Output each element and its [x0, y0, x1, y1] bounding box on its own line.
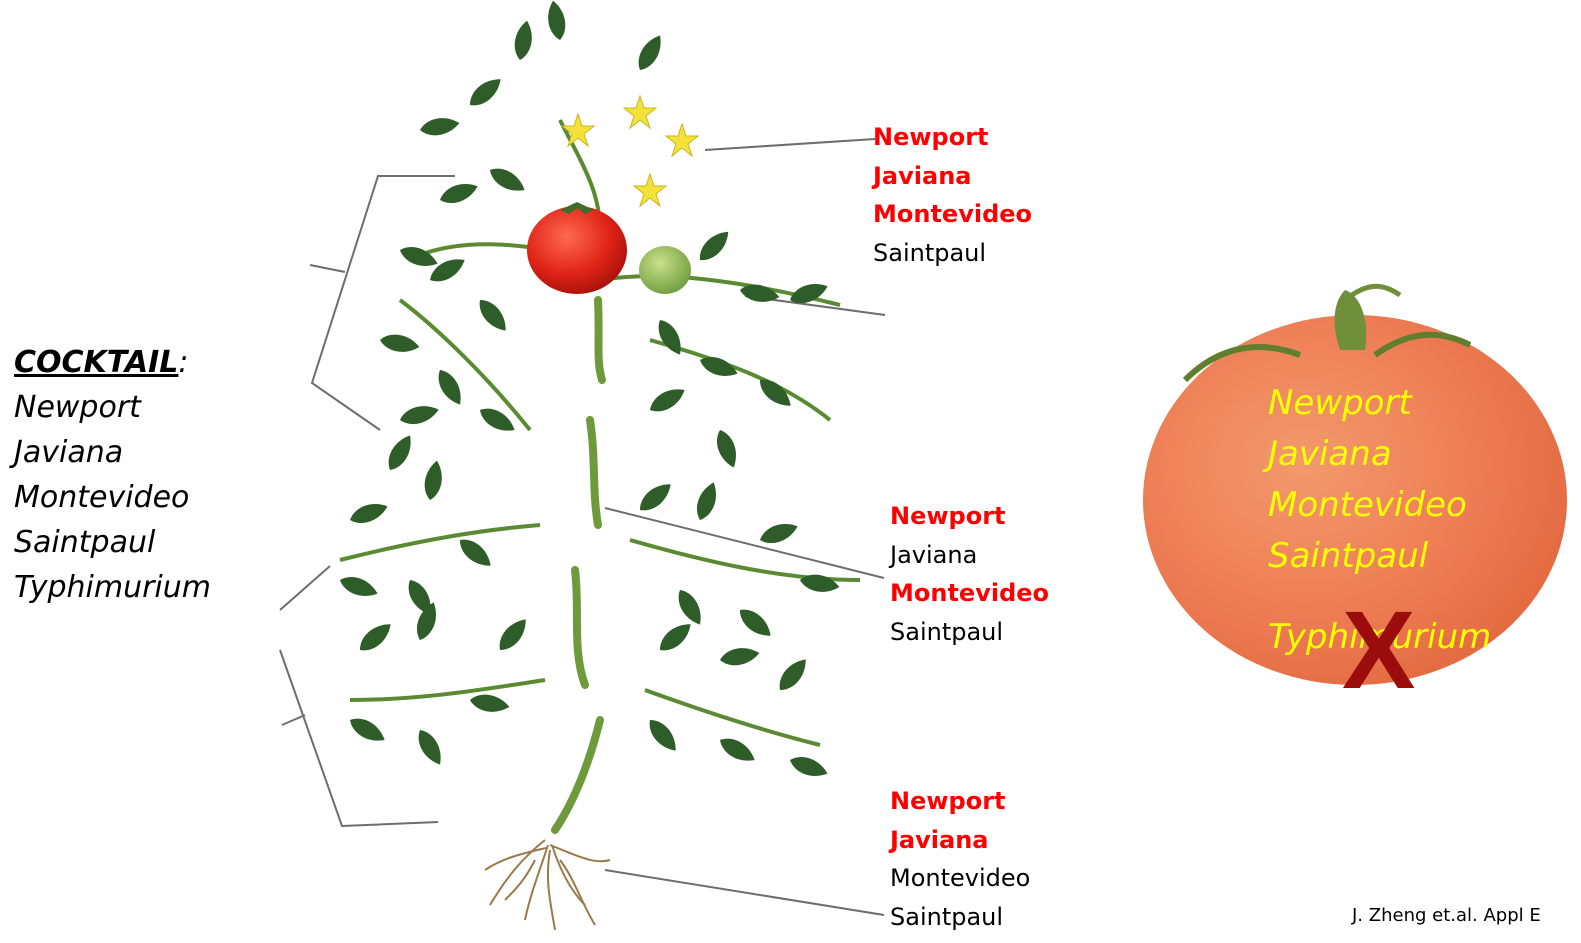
strain-label: Montevideo [890, 859, 1030, 898]
strain-label: Montevideo [873, 195, 1032, 234]
plant-stem [555, 300, 602, 830]
cocktail-strain: Typhimurium [14, 565, 211, 610]
roots-strain-labels: Newport Javiana Montevideo Saintpaul [890, 782, 1030, 936]
green-tomato [639, 246, 691, 294]
strain-label: Saintpaul [890, 613, 1049, 652]
strain-label: Javiana [890, 536, 1049, 575]
cocktail-list: COCKTAIL: Newport Javiana Montevideo Sai… [14, 340, 211, 610]
leaves-strain-labels: Newport Javiana Montevideo Saintpaul [890, 497, 1049, 651]
callout-line-flowers [705, 139, 875, 150]
strain-label: Javiana [890, 821, 1030, 860]
fruit-strain: Saintpaul [1268, 531, 1491, 582]
strain-label: Saintpaul [873, 234, 1032, 273]
plant-roots [485, 840, 610, 930]
citation: J. Zheng et.al. Appl E [1352, 905, 1541, 926]
cocktail-strain: Javiana [14, 430, 211, 475]
red-tomato [527, 206, 627, 294]
strain-label: Newport [890, 497, 1049, 536]
strain-label: Newport [890, 782, 1030, 821]
strain-label: Javiana [873, 157, 1032, 196]
callout-line-roots [605, 870, 884, 915]
cocktail-strain: Newport [14, 385, 211, 430]
bracket-mid-tick [280, 566, 330, 610]
excluded-x-mark: X [1342, 596, 1415, 706]
strain-label: Newport [873, 118, 1032, 157]
cocktail-strain: Saintpaul [14, 520, 211, 565]
fruit-strain: Javiana [1268, 429, 1491, 480]
leaf-clusters [337, 0, 841, 781]
cocktail-colon: : [178, 345, 188, 380]
fruit-strain: Newport [1268, 378, 1491, 429]
bracket-lower-tick [282, 715, 305, 725]
bracket-upper-tick [310, 265, 345, 272]
cocktail-strain: Montevideo [14, 475, 211, 520]
flowers-strain-labels: Newport Javiana Montevideo Saintpaul [873, 118, 1032, 272]
cocktail-header: COCKTAIL [14, 345, 178, 380]
strain-label: Montevideo [890, 574, 1049, 613]
strain-label: Saintpaul [890, 898, 1030, 937]
bracket-lower [280, 650, 438, 826]
tomato-flowers [562, 96, 698, 206]
fruit-strain: Montevideo [1268, 480, 1491, 531]
bracket-upper [312, 176, 455, 430]
